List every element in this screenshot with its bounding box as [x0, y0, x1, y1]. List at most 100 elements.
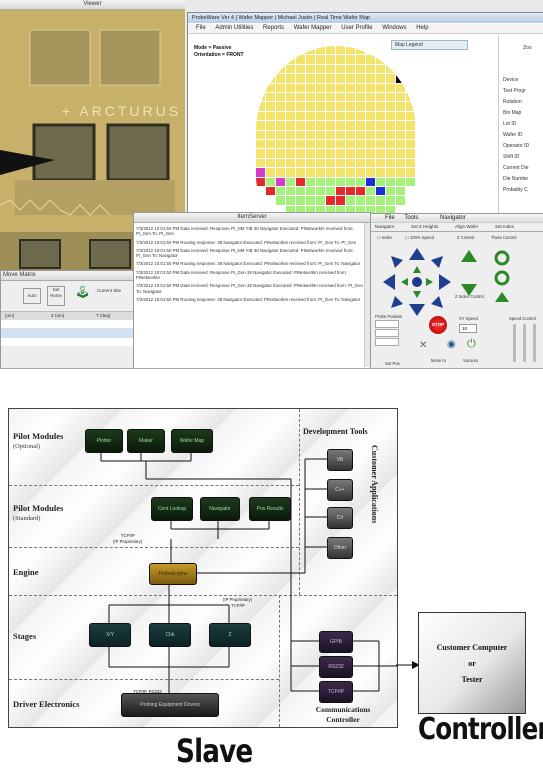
- theta-control[interactable]: [491, 250, 513, 310]
- log-scrollbar[interactable]: [364, 223, 370, 367]
- wafer-die[interactable]: [276, 111, 285, 121]
- wafer-die[interactable]: [316, 46, 325, 55]
- wafer-die[interactable]: [286, 102, 295, 111]
- wafer-die[interactable]: [316, 74, 325, 83]
- wafer-die[interactable]: [366, 64, 375, 74]
- wafer-die[interactable]: [396, 74, 405, 83]
- wafer-die[interactable]: [336, 187, 345, 196]
- wafer-die[interactable]: [276, 121, 285, 130]
- wafer-die[interactable]: [286, 121, 295, 130]
- wafer-die[interactable]: [256, 93, 265, 102]
- wafer-die[interactable]: [286, 168, 295, 177]
- wafer-die[interactable]: [336, 102, 345, 111]
- nav-menu-tools[interactable]: Tools: [404, 215, 419, 221]
- wafer-die[interactable]: [356, 111, 365, 121]
- wafer-die[interactable]: [356, 55, 365, 64]
- wafer-die[interactable]: [306, 140, 315, 149]
- wafer-die[interactable]: [286, 130, 295, 139]
- wafer-die[interactable]: [326, 121, 335, 130]
- matrix-row[interactable]: [1, 338, 133, 346]
- wafer-die[interactable]: [346, 140, 355, 149]
- wafer-die[interactable]: [296, 121, 305, 130]
- wafer-die[interactable]: [296, 102, 305, 111]
- menu-help[interactable]: Help: [416, 25, 429, 31]
- speed-slider[interactable]: [523, 324, 526, 362]
- wafer-die[interactable]: [306, 205, 315, 215]
- wafer-die[interactable]: [296, 196, 305, 205]
- z-control-arrows[interactable]: [459, 248, 479, 298]
- wafer-die[interactable]: [366, 168, 375, 177]
- speed-slider[interactable]: [513, 324, 516, 362]
- wafer-die[interactable]: [266, 158, 275, 168]
- wafer-die[interactable]: [346, 83, 355, 92]
- wafer-die[interactable]: [276, 196, 285, 205]
- wafer-die[interactable]: [346, 205, 355, 215]
- wafer-die[interactable]: [276, 102, 285, 111]
- wafer-die[interactable]: [306, 196, 315, 205]
- wafer-die[interactable]: [266, 140, 275, 149]
- wafer-die[interactable]: [276, 64, 285, 74]
- wafer-die[interactable]: [336, 64, 345, 74]
- wafer-die[interactable]: [316, 64, 325, 74]
- wafer-die[interactable]: [356, 158, 365, 168]
- index-checkbox[interactable]: ☐ Index: [377, 235, 393, 240]
- probe-position-field[interactable]: [375, 338, 399, 346]
- wafer-die[interactable]: [286, 64, 295, 74]
- wafer-die[interactable]: [386, 187, 395, 196]
- wafer-die[interactable]: [286, 83, 295, 92]
- wafer-die[interactable]: [406, 168, 415, 177]
- wafer-die[interactable]: [316, 158, 325, 168]
- wafer-die[interactable]: [296, 130, 305, 139]
- wafer-die[interactable]: [346, 130, 355, 139]
- wafer-die[interactable]: [386, 140, 395, 149]
- wafer-die[interactable]: [306, 64, 315, 74]
- wafer-die[interactable]: [406, 177, 415, 186]
- wafer-die[interactable]: [396, 121, 405, 130]
- wafer-die[interactable]: [256, 102, 265, 111]
- wafer-die[interactable]: [376, 111, 385, 121]
- wafer-die[interactable]: [406, 140, 415, 149]
- wafer-die[interactable]: [406, 130, 415, 139]
- wafer-die[interactable]: [376, 177, 385, 186]
- wafer-die[interactable]: [376, 83, 385, 92]
- nav-menu-navigator[interactable]: Navigator: [440, 215, 466, 221]
- wafer-die[interactable]: [306, 177, 315, 186]
- wafer-die[interactable]: [276, 74, 285, 83]
- wafer-die[interactable]: [376, 130, 385, 139]
- wafer-die[interactable]: [336, 55, 345, 64]
- wafer-die[interactable]: [326, 74, 335, 83]
- wafer-die[interactable]: [326, 168, 335, 177]
- wafer-die[interactable]: [276, 83, 285, 92]
- wafer-die[interactable]: [326, 46, 335, 55]
- wafer-die[interactable]: [366, 102, 375, 111]
- wafer-die[interactable]: [356, 149, 365, 158]
- wafer-die[interactable]: [266, 102, 275, 111]
- wafer-die[interactable]: [256, 158, 265, 168]
- wafer-die[interactable]: [386, 158, 395, 168]
- matrix-row[interactable]: [1, 320, 133, 329]
- wafer-die[interactable]: [396, 130, 405, 139]
- wafer-die[interactable]: [306, 55, 315, 64]
- wafer-die[interactable]: [326, 196, 335, 205]
- wafer-die[interactable]: [336, 74, 345, 83]
- wafer-die[interactable]: [306, 46, 315, 55]
- wafer-die[interactable]: [276, 158, 285, 168]
- full-speed-checkbox[interactable]: ☐ 100% Speed: [405, 235, 434, 240]
- wafer-die[interactable]: [396, 83, 405, 92]
- tab-set-z-heights[interactable]: Set Z Heights: [411, 224, 439, 229]
- wafer-die[interactable]: [356, 64, 365, 74]
- wafer-die[interactable]: [376, 187, 385, 196]
- wafer-die[interactable]: [326, 149, 335, 158]
- wafer-die[interactable]: [326, 64, 335, 74]
- wafer-die[interactable]: [256, 140, 265, 149]
- wafer-die[interactable]: [336, 121, 345, 130]
- speed-slider[interactable]: [533, 324, 536, 362]
- wafer-die[interactable]: [396, 177, 405, 186]
- wafer-die[interactable]: [376, 121, 385, 130]
- wafer-die[interactable]: [376, 140, 385, 149]
- wafer-die[interactable]: [326, 158, 335, 168]
- wafer-die[interactable]: [286, 149, 295, 158]
- wafer-die[interactable]: [306, 111, 315, 121]
- wafer-die[interactable]: [396, 196, 405, 205]
- wafer-die[interactable]: [336, 140, 345, 149]
